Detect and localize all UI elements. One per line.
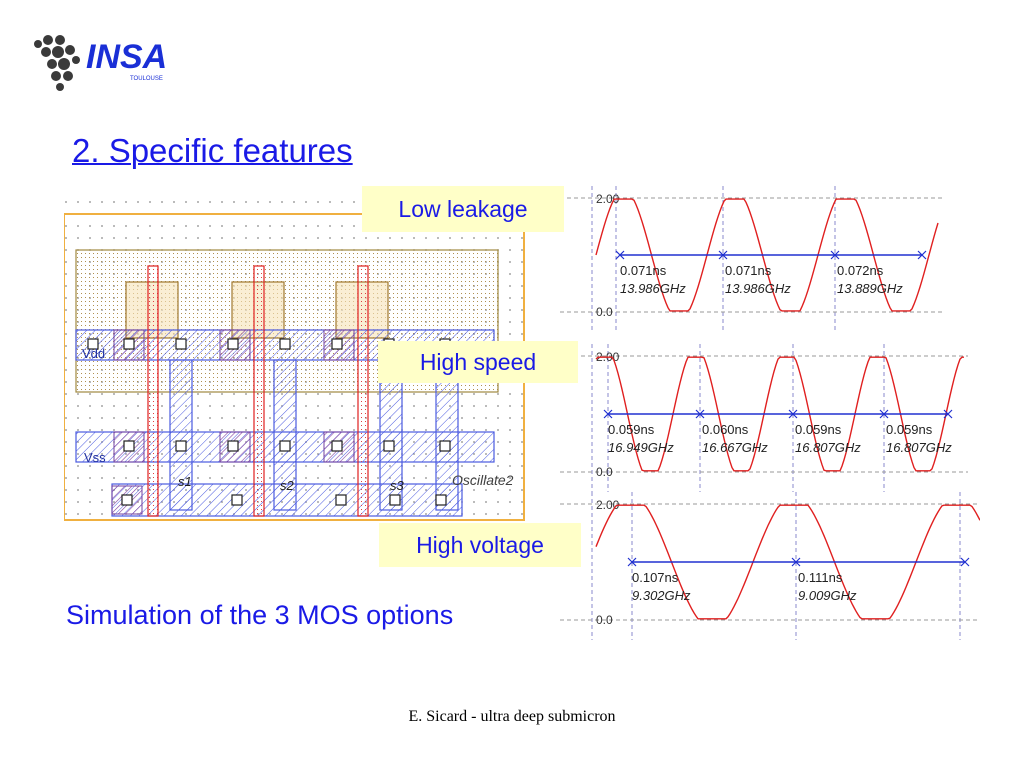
frequency-label: 16.807GHz xyxy=(795,440,861,455)
frequency-label: 13.986GHz xyxy=(620,281,686,296)
crossing-marker xyxy=(830,250,840,260)
s2-label: s2 xyxy=(280,478,295,493)
footer-credit: E. Sicard - ultra deep submicron xyxy=(408,708,616,725)
period-label: 0.071ns xyxy=(620,263,667,278)
period-label: 0.071ns xyxy=(725,263,772,278)
crossing-marker xyxy=(917,250,927,260)
s3-label: s3 xyxy=(390,478,405,493)
crossing-marker xyxy=(627,557,637,567)
frequency-label: 16.667GHz xyxy=(702,440,768,455)
vertical-metal xyxy=(169,359,459,511)
frequency-label: 9.009GHz xyxy=(798,588,857,603)
vss-label: Vss xyxy=(84,450,106,465)
low-leakage-label: Low leakage xyxy=(362,186,564,232)
ymin-label: 0.0 xyxy=(596,305,613,319)
poly-gates xyxy=(147,265,369,517)
waveform-s3-1: 2.000.0s30.071ns13.986GHz0.071ns13.986GH… xyxy=(560,186,942,332)
ymax-label: 2.00 xyxy=(596,498,620,512)
waveform-s3-2: 2.000.0s30.059ns16.949GHz0.060ns16.667GH… xyxy=(560,344,968,492)
frequency-label: 16.949GHz xyxy=(608,440,674,455)
crossing-marker xyxy=(791,557,801,567)
waveform-panel: 2.000.0s30.071ns13.986GHz0.071ns13.986GH… xyxy=(560,186,980,640)
logo-wordmark: INSA xyxy=(86,38,167,76)
cell-name-label: Oscillate2 xyxy=(452,472,514,488)
period-label: 0.107ns xyxy=(632,570,679,585)
ymax-label: 2.00 xyxy=(596,192,620,206)
crossing-marker xyxy=(718,250,728,260)
period-label: 0.059ns xyxy=(795,422,842,437)
insa-toulouse-logo: INSA TOULOUSE xyxy=(34,35,167,91)
frequency-label: 13.986GHz xyxy=(725,281,791,296)
frequency-label: 16.807GHz xyxy=(886,440,952,455)
page-title: 2. Specific features xyxy=(72,132,353,169)
crossing-marker xyxy=(788,409,798,419)
frequency-label: 13.889GHz xyxy=(837,281,903,296)
period-label: 0.059ns xyxy=(608,422,655,437)
waveform-trace xyxy=(595,198,939,312)
simulation-caption: Simulation of the 3 MOS options xyxy=(66,600,454,630)
ymin-label: 0.0 xyxy=(596,465,613,479)
period-label: 0.111ns xyxy=(798,570,843,585)
vdd-label: Vdd xyxy=(82,346,105,361)
crossing-marker xyxy=(960,557,970,567)
period-label: 0.072ns xyxy=(837,263,884,278)
crossing-marker xyxy=(695,409,705,419)
period-label: 0.059ns xyxy=(886,422,933,437)
crossing-marker xyxy=(603,409,613,419)
logo-dots xyxy=(34,35,80,91)
crossing-marker xyxy=(943,409,953,419)
ymin-label: 0.0 xyxy=(596,613,613,627)
crossing-marker xyxy=(615,250,625,260)
waveform-trace xyxy=(595,356,964,472)
s1-label: s1 xyxy=(178,474,192,489)
crossing-marker xyxy=(879,409,889,419)
logo-subtext: TOULOUSE xyxy=(130,76,163,82)
contacts xyxy=(87,338,451,506)
high-speed-label: High speed xyxy=(378,341,578,383)
high-voltage-label: High voltage xyxy=(379,523,581,567)
contact-regions xyxy=(111,329,355,515)
period-label: 0.060ns xyxy=(702,422,749,437)
frequency-label: 9.302GHz xyxy=(632,588,691,603)
